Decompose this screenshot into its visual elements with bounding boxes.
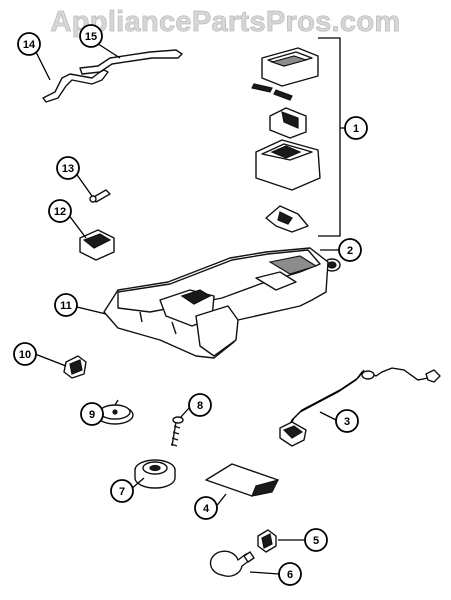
- part-6-bulb: [209, 550, 255, 577]
- callout-11: 11: [54, 293, 78, 317]
- callout-8-label: 8: [197, 400, 203, 412]
- callout-15-label: 15: [85, 31, 97, 43]
- callout-13-label: 13: [62, 163, 74, 175]
- part-10-clip: [63, 355, 87, 379]
- part-12-block: [79, 229, 115, 261]
- leader-lines: [32, 39, 340, 575]
- callout-3: 3: [335, 409, 359, 433]
- callout-5-label: 5: [313, 535, 319, 547]
- callout-7-label: 7: [119, 486, 125, 498]
- part-15-bar: [79, 49, 183, 75]
- part-8-screw: [170, 416, 184, 447]
- part-11-housing: [103, 247, 329, 359]
- callout-7: 7: [110, 479, 134, 503]
- callout-6-label: 6: [287, 569, 293, 581]
- callout-1: 1: [344, 116, 368, 140]
- callout-14: 14: [17, 32, 41, 56]
- callout-4: 4: [194, 496, 218, 520]
- part-3-wire-harness: [279, 367, 441, 447]
- part-4-sheet: [205, 463, 280, 497]
- callout-15: 15: [79, 24, 103, 48]
- callout-1-label: 1: [353, 123, 359, 135]
- callout-6: 6: [278, 562, 302, 586]
- callout-10: 10: [13, 342, 37, 366]
- callout-2: 2: [338, 238, 362, 262]
- part-5-socket: [257, 529, 277, 553]
- callout-9-label: 9: [89, 409, 95, 421]
- callout-5: 5: [304, 528, 328, 552]
- callout-8: 8: [188, 393, 212, 417]
- callout-12-label: 12: [54, 206, 66, 218]
- callout-10-label: 10: [19, 349, 31, 361]
- part-13-screw: [89, 189, 111, 203]
- part-7-wheel: [134, 459, 176, 489]
- part-14-rod: [42, 69, 109, 103]
- callout-2-label: 2: [347, 245, 353, 257]
- callout-11-label: 11: [60, 300, 72, 312]
- callout-13: 13: [56, 156, 80, 180]
- callout-4-label: 4: [203, 503, 210, 515]
- callout-9: 9: [80, 402, 104, 426]
- callout-3-label: 3: [344, 416, 350, 428]
- callout-12: 12: [48, 199, 72, 223]
- callout-14-label: 14: [23, 39, 36, 51]
- part-1-assembly: [251, 37, 348, 237]
